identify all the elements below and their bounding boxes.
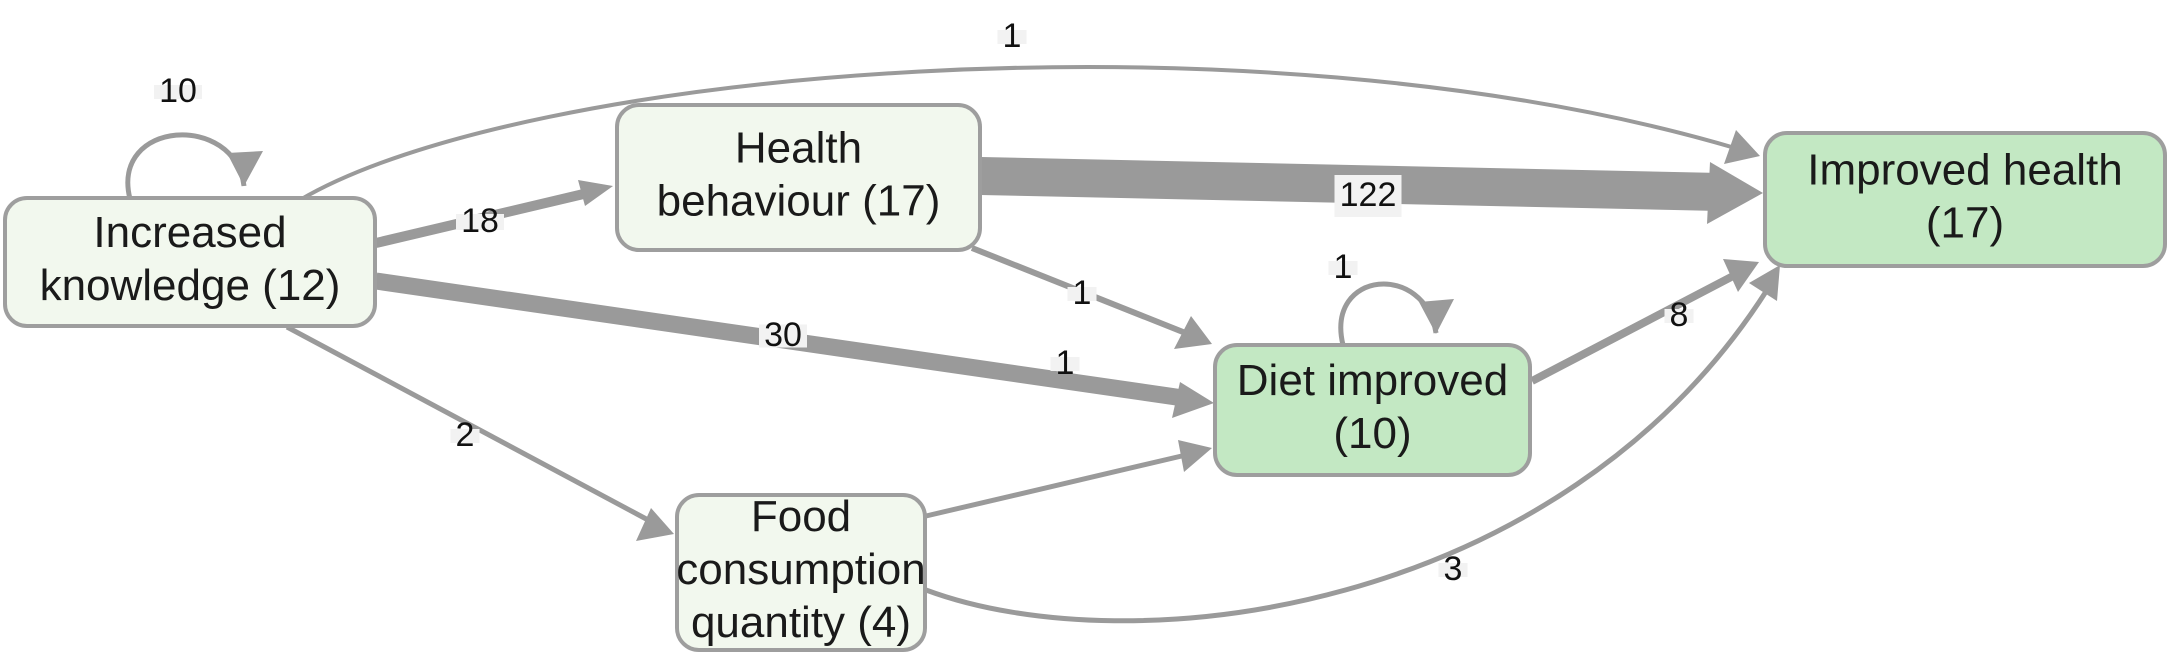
edge-weight-label-1: 1 [1328, 248, 1358, 286]
edge-line [925, 288, 1770, 624]
edge-line [1530, 271, 1737, 385]
edge-label-text: 30 [764, 316, 802, 354]
node-box[interactable] [615, 103, 982, 252]
node-label-line-3: quantity (4) [691, 598, 911, 647]
edge-label-background [154, 85, 202, 99]
edge-weight-label-1: 1 [1050, 344, 1080, 382]
arrowhead-icon [1707, 162, 1763, 224]
node-label-line-2: knowledge (12) [40, 261, 341, 310]
edge-label-text: 1 [1073, 274, 1092, 312]
node-box[interactable] [1213, 343, 1532, 477]
graph-edge-diet-improved-to-improved-health[interactable] [1530, 259, 1759, 385]
edge-weight-label-1: 1 [1067, 274, 1097, 312]
edge-weight-label-30: 30 [759, 316, 807, 354]
node-label-line-2: (17) [1926, 199, 2004, 248]
edge-label-background [1438, 563, 1468, 577]
edge-label-background [1067, 287, 1097, 301]
edge-label-background [1050, 357, 1080, 371]
edge-label-text: 8 [1670, 296, 1689, 334]
graph-node-improved-health[interactable]: Improved health(17) [1763, 131, 2167, 268]
arrowhead-icon [1174, 316, 1212, 349]
edge-label-text: 10 [159, 72, 197, 110]
edge-line [285, 324, 652, 524]
arrowhead-icon [636, 508, 674, 541]
arrowhead-icon [1172, 382, 1214, 418]
node-label-line-1: Increased [93, 208, 286, 257]
edge-weight-label-1: 1 [997, 17, 1027, 55]
edge-weight-label-3: 3 [1438, 550, 1468, 588]
edge-label-text: 3 [1444, 550, 1463, 588]
arrowhead-icon [1749, 265, 1780, 301]
arrowhead-icon [1419, 299, 1454, 334]
arrowhead-icon [1723, 259, 1759, 292]
edge-weight-label-18: 18 [456, 202, 504, 240]
node-label-line-1: Health [735, 124, 862, 173]
edge-label-text: 122 [1340, 176, 1397, 214]
graph-edge-increased-knowledge-to-food-consumption[interactable] [285, 324, 674, 541]
edge-label-background [450, 429, 480, 443]
edge-weight-label-2: 2 [450, 416, 480, 454]
edge-label-background [759, 324, 807, 348]
arrowhead-icon [578, 180, 613, 206]
edge-label-text: 2 [456, 416, 475, 454]
edge-label-background [1664, 309, 1694, 323]
edge-label-background [997, 30, 1027, 44]
edge-line [298, 65, 1736, 202]
node-label-line-2: consumption [676, 545, 925, 594]
edge-label-text: 1 [1334, 248, 1353, 286]
edge-label-text: 18 [461, 202, 499, 240]
arrowhead-icon [227, 151, 263, 186]
node-box[interactable] [3, 196, 377, 328]
edge-label-background [456, 214, 504, 230]
edge-line [1338, 281, 1439, 346]
node-label-line-1: Food [751, 492, 851, 541]
edge-label-background [1328, 261, 1358, 275]
node-box[interactable] [675, 493, 927, 652]
graph-node-diet-improved[interactable]: Diet improved(10) [1213, 343, 1532, 477]
edge-weight-label-8: 8 [1664, 296, 1694, 334]
graph-edge-food-consumption-to-improved-health[interactable] [925, 265, 1780, 624]
edge-label-text: 1 [1003, 17, 1022, 55]
edge-line [925, 452, 1187, 519]
node-label-line-2: (10) [1333, 409, 1411, 458]
graph-edge-food-consumption-to-diet-improved[interactable] [925, 440, 1212, 519]
graph-edge-increased-knowledge-to-improved-health[interactable] [298, 65, 1760, 202]
node-label-line-2: behaviour (17) [657, 177, 941, 226]
edge-weight-label-10: 10 [154, 72, 202, 110]
edge-label-text: 1 [1056, 344, 1075, 382]
arrowhead-icon [1724, 130, 1760, 164]
node-box[interactable] [1763, 131, 2167, 268]
arrowhead-icon [1178, 440, 1212, 472]
edge-label-background [1334, 175, 1402, 217]
node-label-line-1: Improved health [1807, 146, 2123, 195]
graph-edge-increased-knowledge-to-increased-knowledge[interactable] [125, 132, 263, 200]
edge-line [125, 132, 247, 200]
node-label-line-1: Diet improved [1237, 356, 1508, 405]
edge-weight-label-122: 122 [1334, 175, 1402, 217]
graph-edge-diet-improved-to-diet-improved[interactable] [1338, 281, 1454, 346]
